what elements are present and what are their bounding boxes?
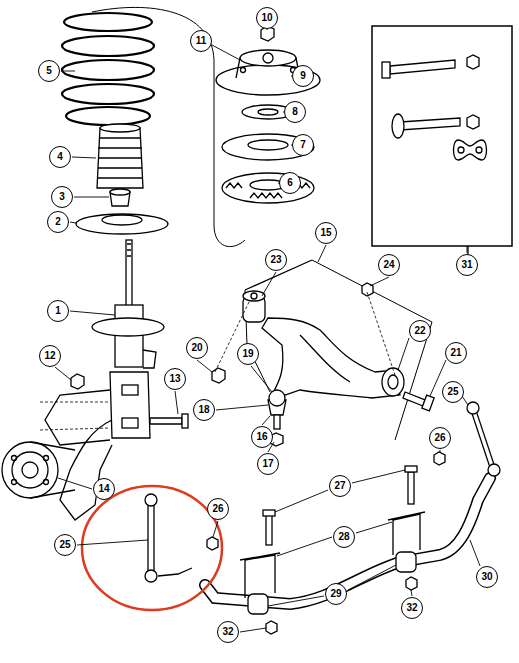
callout-number: 20 [191,343,202,353]
callout-circle: 6 [279,172,301,194]
callout-number: 3 [59,192,65,202]
callout-circle: 2 [47,211,69,233]
callout-circle: 31 [456,254,478,276]
callout-number: 13 [169,374,180,384]
callout-number: 21 [450,348,461,358]
callout-circle: 16 [251,426,273,448]
callout-circle: 24 [378,254,400,276]
callout-circle: 1 [47,300,69,322]
callout-number: 23 [270,255,281,265]
callout-number: 29 [330,589,341,599]
callout-circle: 9 [292,65,314,87]
callout-circle: 4 [49,146,71,168]
callout-circle: 25 [54,534,76,556]
callout-number: 25 [447,387,458,397]
callout-number: 31 [461,260,472,270]
callout-number: 18 [198,405,209,415]
callout-circle: 27 [329,475,351,497]
callout-number: 2 [55,217,61,227]
callout-number: 28 [338,532,349,542]
callout-number: 10 [261,13,272,23]
callout-number: 14 [98,484,109,494]
callout-number: 9 [300,71,306,81]
callout-number: 19 [242,349,253,359]
callout-number: 11 [196,36,207,46]
callout-circle: 32 [217,621,239,643]
callout-circle: 19 [237,343,259,365]
callout-circle: 5 [38,60,60,82]
callout-number: 32 [406,603,417,613]
callout-number: 24 [383,260,394,270]
callout-number: 4 [57,152,63,162]
callout-number: 32 [222,627,233,637]
callout-circle: 14 [93,478,115,500]
callout-circle: 29 [325,583,347,605]
callout-circle: 20 [186,337,208,359]
callout-circle: 26 [429,427,451,449]
callout-circle: 25 [442,381,464,403]
callout-circle: 17 [257,453,279,475]
callout-circle: 30 [476,566,498,588]
callout-number: 30 [481,572,492,582]
callout-number: 22 [414,326,425,336]
callout-number: 12 [44,351,55,361]
callout-number: 26 [434,433,445,443]
callout-circle: 23 [265,249,287,271]
callout-circle: 10 [256,7,278,29]
callout-number: 25 [59,540,70,550]
callout-circle: 7 [292,134,314,156]
callout-circle: 15 [315,222,337,244]
callout-circle: 26 [207,498,229,520]
callout-circle: 12 [39,345,61,367]
callout-circle: 21 [445,342,467,364]
callout-number: 1 [55,306,61,316]
callout-number: 5 [46,66,52,76]
callout-number: 8 [292,107,298,117]
callout-number: 7 [300,140,306,150]
callout-circle: 22 [409,320,431,342]
callout-circle: 13 [164,368,186,390]
callout-number: 6 [287,178,293,188]
callout-number: 15 [320,228,331,238]
callout-circle: 11 [190,30,212,52]
callout-circle: 8 [284,101,306,123]
callout-circle: 28 [333,526,355,548]
callout-number: 27 [334,481,345,491]
callout-circle: 32 [401,597,423,619]
callout-circle: 18 [193,399,215,421]
callout-number: 26 [212,504,223,514]
callout-circle: 3 [51,186,73,208]
callout-number: 16 [256,432,267,442]
callout-number: 17 [262,459,273,469]
